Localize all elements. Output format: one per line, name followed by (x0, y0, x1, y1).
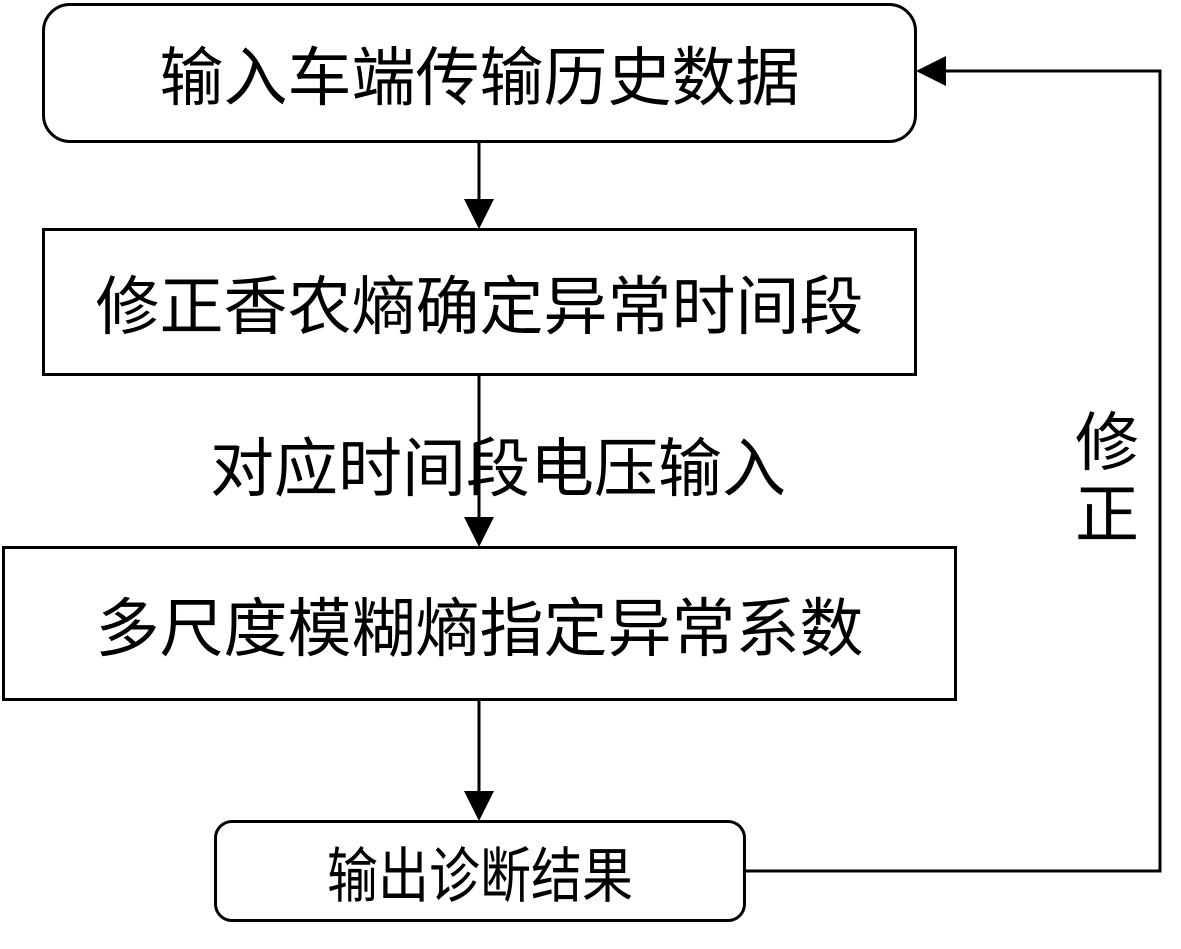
node-input-data: 输入车端传输历史数据 (42, 3, 917, 143)
edge-label-correction-char-1: 修 (1075, 407, 1139, 481)
edge-label-correction-char-2: 正 (1075, 479, 1139, 553)
node-input-data-label: 输入车端传输历史数据 (159, 42, 800, 116)
arrow-feedback-correction (746, 56, 1162, 873)
node-shannon-entropy-label: 修正香农熵确定异常时间段 (95, 271, 864, 345)
node-output-result: 输出诊断结果 (214, 820, 746, 922)
node-fuzzy-entropy: 多尺度模糊熵指定异常系数 (2, 546, 957, 701)
node-shannon-entropy: 修正香农熵确定异常时间段 (42, 228, 917, 376)
node-fuzzy-entropy-label: 多尺度模糊熵指定异常系数 (95, 592, 864, 667)
node-output-result-label: 输出诊断结果 (327, 841, 633, 912)
edge-label-correction: 修 正 (1072, 408, 1142, 552)
edge-label-voltage-input: 对应时间段电压输入 (210, 433, 786, 507)
